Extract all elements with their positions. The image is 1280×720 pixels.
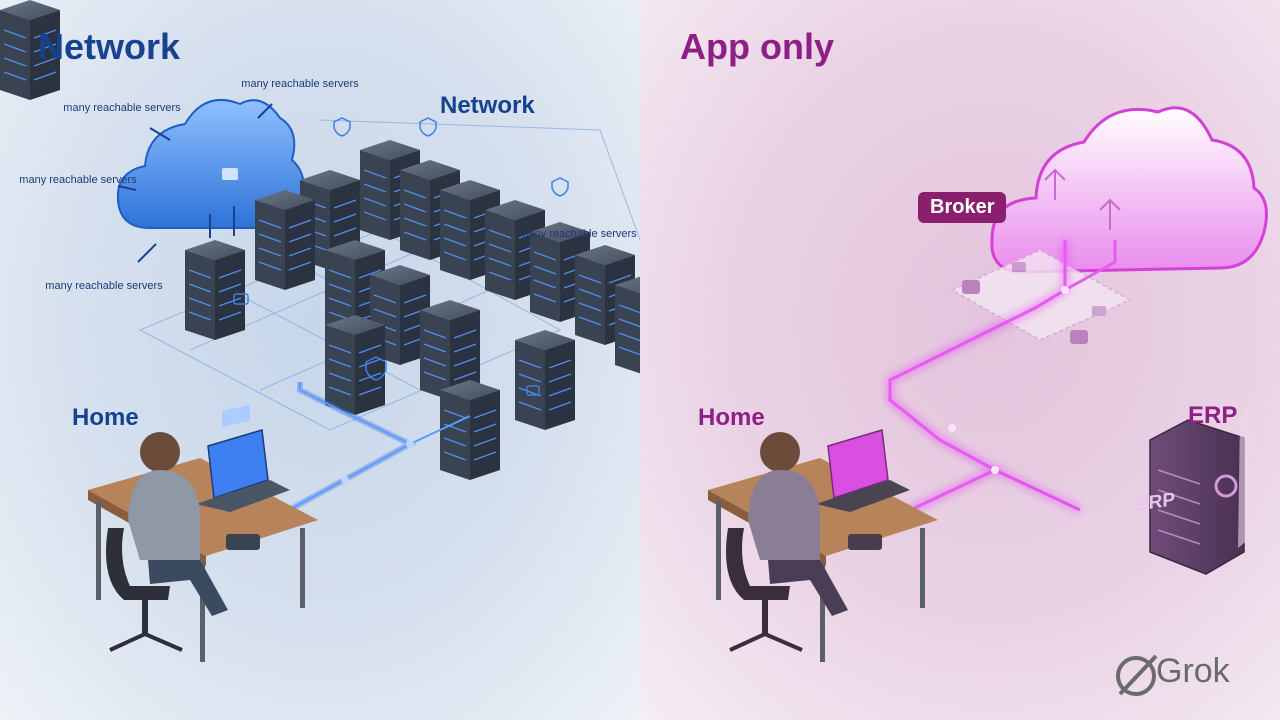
laptop-icon [196,404,290,512]
note-reachable-servers: many reachable servers [19,174,137,186]
grok-logo-icon [1116,654,1158,696]
folder-icon [222,168,238,180]
phone-icon [226,534,260,550]
network-link [273,382,471,521]
broker-label: Broker [918,192,1007,223]
shield-icon [333,117,351,137]
person-icon [748,432,848,616]
app-only-panel: App only Broker Home ERP ERP [640,0,1280,720]
shield-icon [365,356,387,381]
home-workstation [708,429,938,662]
lock-icon [233,293,249,305]
network-panel-title: Network [38,26,181,67]
network-access-panel: Network Network Home many reachable serv… [0,0,640,720]
lock-icon [1070,330,1088,344]
request-arrows [117,103,273,263]
security-icons [233,117,569,396]
office-chair-icon [726,528,803,652]
home-workstation [88,404,318,662]
note-reachable-servers: many reachable servers [519,228,637,240]
dashboard-icon [1214,408,1250,548]
server-racks [0,0,640,481]
network-scene [0,0,640,662]
office-chair-icon [106,528,183,652]
cloud-icon [990,106,1268,274]
laptop-icon [816,429,910,512]
home-label-left: Home [72,404,139,431]
lock-icon [962,280,980,294]
watermark-text: Grok [1156,652,1230,690]
upload-arrow-icon [1044,168,1121,230]
lock-icon [1012,262,1026,272]
note-reachable-servers: many reachable servers [241,78,359,90]
network-label: Network [440,92,535,119]
shield-icon [419,117,437,137]
note-reachable-servers: many reachable servers [63,102,181,114]
app-only-scene [708,106,1268,696]
app-only-panel-title: App only [680,26,834,67]
person-icon [128,432,228,616]
lock-icon [526,385,540,396]
broker-gateway [950,249,1132,344]
erp-label: ERP [1188,402,1238,429]
note-reachable-servers: many reachable servers [45,280,163,292]
erp-server [1149,408,1250,575]
app-only-link [886,240,1117,520]
lock-icon [1092,306,1106,316]
phone-icon [848,534,882,550]
home-label-right: Home [698,404,765,431]
watermark: Grok [1112,652,1230,691]
shield-icon [551,177,569,197]
